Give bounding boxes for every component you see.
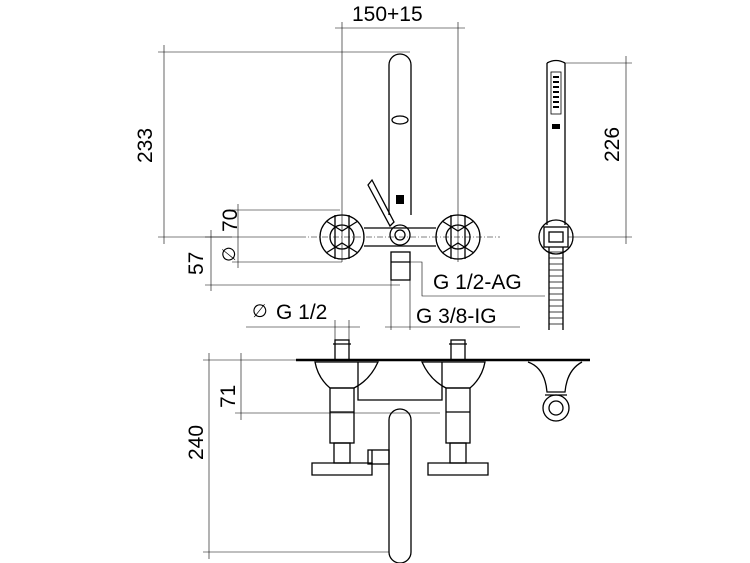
dimension-233 (158, 45, 410, 244)
label-g12-ag: G 1/2-AG (433, 271, 522, 294)
label-71: 71 (217, 384, 240, 408)
label-226: 226 (601, 126, 624, 162)
thread-leaders (385, 261, 545, 330)
label-240: 240 (185, 424, 208, 460)
label-g12: G 1/2 (276, 301, 328, 324)
label-diameter-symbol: ∅ (219, 246, 239, 262)
label-150-15: 150+15 (352, 3, 423, 26)
dimension-70 (232, 204, 342, 268)
dimension-g12 (246, 320, 360, 340)
dimension-71 (235, 353, 440, 420)
dimension-226 (565, 56, 632, 244)
front-view (300, 53, 500, 281)
label-233: 233 (134, 127, 157, 163)
label-diameter-g12: ∅ (252, 301, 268, 321)
dimension-240 (203, 353, 389, 559)
hand-shower (538, 59, 574, 330)
side-view (296, 339, 590, 563)
dimension-150-15 (335, 22, 465, 262)
label-70: 70 (219, 208, 242, 232)
label-g38-ig: G 3/8-IG (416, 305, 497, 328)
dimension-57 (205, 230, 400, 291)
label-57: 57 (185, 251, 208, 275)
